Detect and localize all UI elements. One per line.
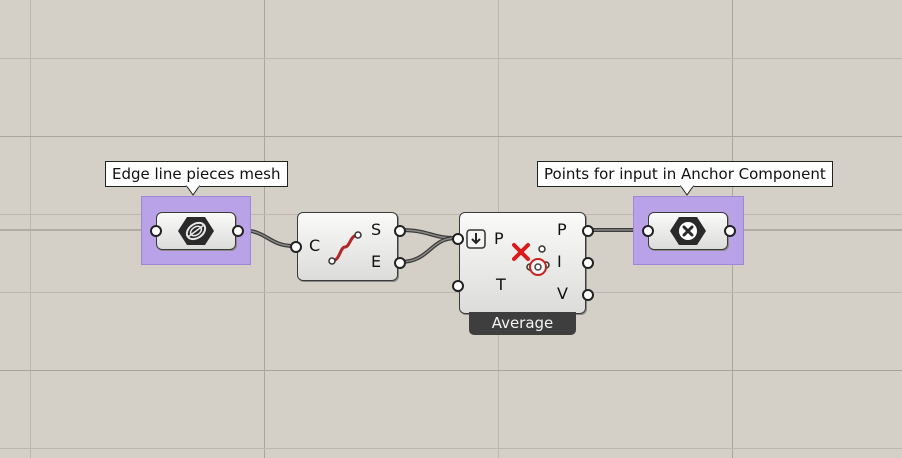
curve-endpoints-component[interactable] bbox=[297, 212, 398, 281]
grid-line bbox=[0, 58, 902, 59]
average-name-bar[interactable]: Average bbox=[469, 312, 576, 335]
output-label-s: S bbox=[371, 220, 382, 239]
grid-line bbox=[0, 214, 902, 215]
wire-end-to-average bbox=[399, 236, 457, 264]
average-output-port-p[interactable] bbox=[582, 225, 594, 237]
mesh-param-component[interactable] bbox=[156, 212, 236, 250]
average-output-port-v[interactable] bbox=[582, 289, 594, 301]
average-component[interactable] bbox=[459, 212, 586, 314]
balloon-points-label: Points for input in Anchor Component bbox=[537, 161, 833, 187]
point-param-input-port[interactable] bbox=[642, 225, 654, 237]
input-label-p: P bbox=[494, 229, 504, 248]
wire-end-to-average-highlight bbox=[399, 237, 457, 263]
output-label-e: E bbox=[371, 252, 382, 271]
average-points-icon bbox=[512, 243, 550, 276]
grid-line bbox=[0, 292, 902, 293]
output-label-v: V bbox=[557, 284, 568, 303]
grid-line bbox=[0, 370, 902, 371]
mesh-param-output-port[interactable] bbox=[232, 225, 244, 237]
curve-input-port-c[interactable] bbox=[290, 241, 302, 253]
output-label-i: I bbox=[557, 252, 562, 271]
point-param-component[interactable] bbox=[648, 212, 728, 250]
output-label-p: P bbox=[557, 220, 567, 239]
input-label-t: T bbox=[496, 275, 506, 294]
mesh-param-icon bbox=[178, 217, 214, 245]
curve-output-port-e[interactable] bbox=[394, 257, 406, 269]
grid-line bbox=[0, 136, 902, 137]
point-param-icon bbox=[670, 217, 706, 245]
balloon-mesh-tail bbox=[186, 185, 200, 196]
curve-icon bbox=[328, 231, 362, 265]
average-output-port-i[interactable] bbox=[582, 257, 594, 269]
point-param-output-port[interactable] bbox=[724, 225, 736, 237]
average-input-port-p[interactable] bbox=[452, 233, 464, 245]
input-label-c: C bbox=[309, 236, 321, 255]
curve-output-port-s[interactable] bbox=[394, 225, 406, 237]
balloon-mesh-label: Edge line pieces mesh bbox=[105, 161, 288, 187]
mesh-param-input-port[interactable] bbox=[150, 225, 162, 237]
average-input-port-t[interactable] bbox=[452, 280, 464, 292]
flatten-icon[interactable] bbox=[466, 229, 486, 249]
balloon-points-tail bbox=[680, 185, 694, 196]
grid-line bbox=[0, 448, 902, 449]
grid-line bbox=[264, 0, 265, 458]
